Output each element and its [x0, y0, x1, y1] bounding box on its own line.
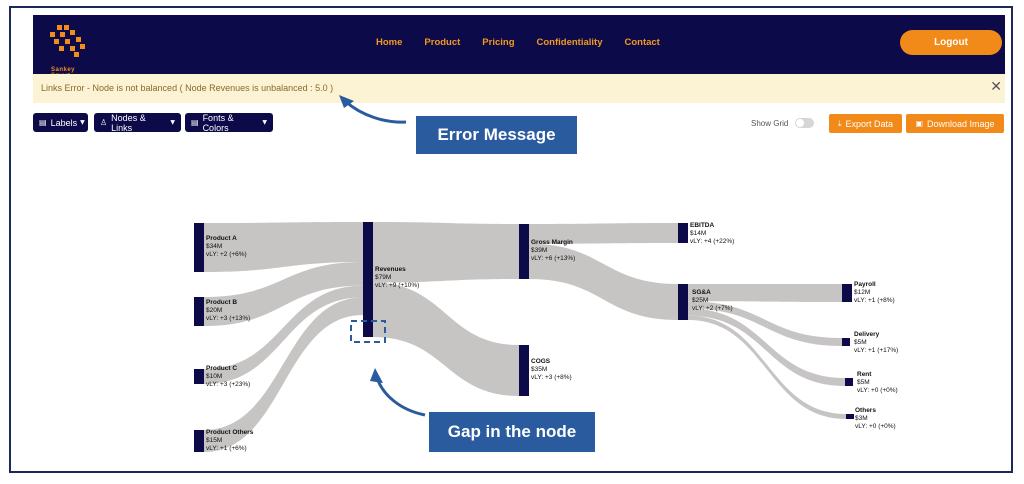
node-rent[interactable] — [845, 378, 853, 386]
nav-link-product[interactable]: Product — [424, 37, 461, 48]
caret-down-icon: ▼ — [80, 119, 85, 126]
link-product_b-to-revenues[interactable] — [204, 262, 363, 326]
user-icon: ♙ — [100, 118, 108, 127]
show-grid-toggle[interactable] — [795, 118, 814, 128]
download-icon: ⤓ — [837, 118, 842, 128]
nav-link-confidentiality[interactable]: Confidentiality — [536, 37, 603, 48]
logout-button[interactable]: Logout — [900, 30, 1002, 55]
link-product_c-to-revenues[interactable] — [204, 285, 363, 384]
download-image-label: Download Image — [927, 118, 995, 129]
screenshot-frame — [9, 6, 1013, 473]
link-sga-to-delivery[interactable] — [688, 301, 842, 346]
caret-down-icon: ▼ — [262, 119, 267, 126]
export-data-button[interactable]: ⤓ Export Data — [829, 114, 902, 133]
nav-link-pricing[interactable]: Pricing — [482, 37, 515, 48]
node-cogs[interactable] — [519, 345, 529, 396]
show-grid-label: Show Grid — [751, 119, 789, 128]
alert-message: Links Error - Node is not balanced ( Nod… — [41, 83, 334, 93]
node-product_others[interactable] — [194, 430, 204, 452]
document-icon: ▤ — [191, 118, 199, 127]
toggle-knob — [796, 119, 804, 127]
link-gross_margin-to-sga[interactable] — [529, 243, 678, 320]
nav-links: Home Product Pricing Confidentiality Con… — [376, 37, 682, 48]
link-sga-to-rent[interactable] — [688, 308, 845, 386]
link-sga-to-payroll[interactable] — [688, 284, 842, 302]
sankey-links — [204, 222, 846, 452]
sankey-nodes — [194, 222, 854, 452]
export-data-label: Export Data — [845, 118, 894, 129]
node-others[interactable] — [846, 414, 854, 419]
node-product_b[interactable] — [194, 297, 204, 326]
node-revenues[interactable] — [363, 222, 373, 337]
error-arrowhead-icon — [339, 95, 354, 108]
node-delivery[interactable] — [842, 338, 850, 346]
link-revenues-to-gross_margin[interactable] — [373, 222, 519, 283]
nav-link-contact[interactable]: Contact — [624, 37, 660, 48]
error-alert: Links Error - Node is not balanced ( Nod… — [33, 74, 1005, 103]
nodes-links-dropdown-label: Nodes & Links — [111, 112, 146, 133]
fonts-colors-dropdown[interactable]: ▤ Fonts & Colors ▼ — [185, 112, 273, 133]
link-gross_margin-to-ebitda[interactable] — [529, 223, 678, 244]
link-revenues-to-cogs[interactable] — [373, 282, 519, 396]
link-product_a-to-revenues[interactable] — [204, 222, 363, 272]
gap-in-node-callout: Gap in the node — [429, 412, 595, 452]
node-ebitda[interactable] — [678, 223, 688, 243]
fonts-colors-dropdown-label: Fonts & Colors — [202, 112, 234, 133]
labels-dropdown-label: Labels — [50, 117, 78, 128]
download-image-button[interactable]: ▣ Download Image — [906, 114, 1004, 133]
error-arrow-icon — [344, 99, 407, 124]
top-navbar: Sankey Smart Home Product Pricing Confid… — [33, 15, 1005, 79]
gap-arrow-icon — [375, 377, 426, 417]
nav-link-home[interactable]: Home — [376, 37, 403, 48]
node-sga[interactable] — [678, 284, 688, 320]
nodes-links-dropdown[interactable]: ♙ Nodes & Links ▼ — [94, 112, 181, 133]
caret-down-icon: ▼ — [170, 119, 175, 126]
node-product_c[interactable] — [194, 369, 204, 384]
link-product_others-to-revenues[interactable] — [204, 297, 363, 452]
image-icon: ▣ — [915, 119, 923, 128]
gap-highlight-box — [350, 320, 386, 343]
error-message-callout: Error Message — [416, 116, 577, 154]
node-product_a[interactable] — [194, 223, 204, 272]
gap-arrowhead-icon — [370, 368, 383, 383]
document-icon: ▤ — [39, 118, 47, 127]
labels-dropdown[interactable]: ▤ Labels ▼ — [33, 113, 88, 132]
close-icon[interactable]: ✕ — [990, 79, 1002, 95]
link-sga-to-others[interactable] — [688, 315, 846, 419]
node-gross_margin[interactable] — [519, 224, 529, 279]
logo-mark-icon — [50, 25, 85, 57]
node-payroll[interactable] — [842, 284, 852, 302]
annotation-layer — [339, 95, 426, 417]
